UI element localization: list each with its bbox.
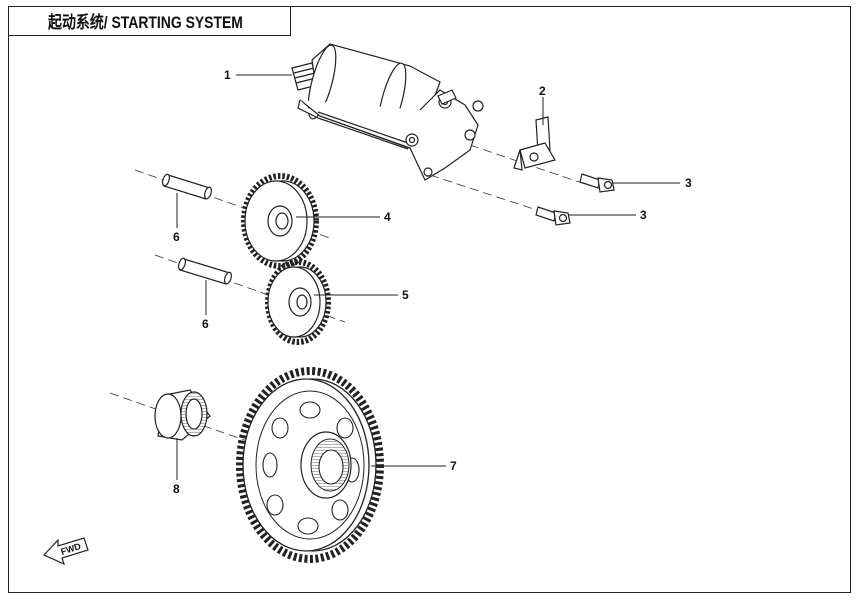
- callout-1: 1: [224, 68, 231, 82]
- pin-shaft-icon: [177, 257, 233, 285]
- callout-6a: 6: [173, 230, 180, 244]
- callout-7: 7: [450, 459, 457, 473]
- callout-8: 8: [173, 482, 180, 496]
- pin-shaft-icon: [161, 173, 213, 200]
- fwd-arrow-icon: FWD: [42, 537, 89, 566]
- callout-5: 5: [402, 288, 409, 302]
- callout-4: 4: [384, 210, 391, 224]
- bolt-icon: [535, 206, 571, 226]
- callout-6b: 6: [202, 317, 209, 331]
- starter-motor-icon: [291, 43, 484, 181]
- bracket-icon: [513, 116, 556, 171]
- callout-3b: 3: [640, 208, 647, 222]
- bolt-icon: [579, 173, 615, 193]
- leader-lines: [176, 74, 680, 480]
- large-gear-icon: [236, 367, 384, 563]
- gear-icon: [241, 173, 319, 269]
- callout-3a: 3: [685, 176, 692, 190]
- page-title: 起动系统/ STARTING SYSTEM: [48, 13, 243, 32]
- title-box: 起动系统/ STARTING SYSTEM: [8, 6, 291, 36]
- gear-icon: [265, 259, 331, 345]
- callout-2: 2: [539, 84, 546, 98]
- diagram-frame: [8, 6, 851, 593]
- needle-bearing-icon: [154, 389, 211, 441]
